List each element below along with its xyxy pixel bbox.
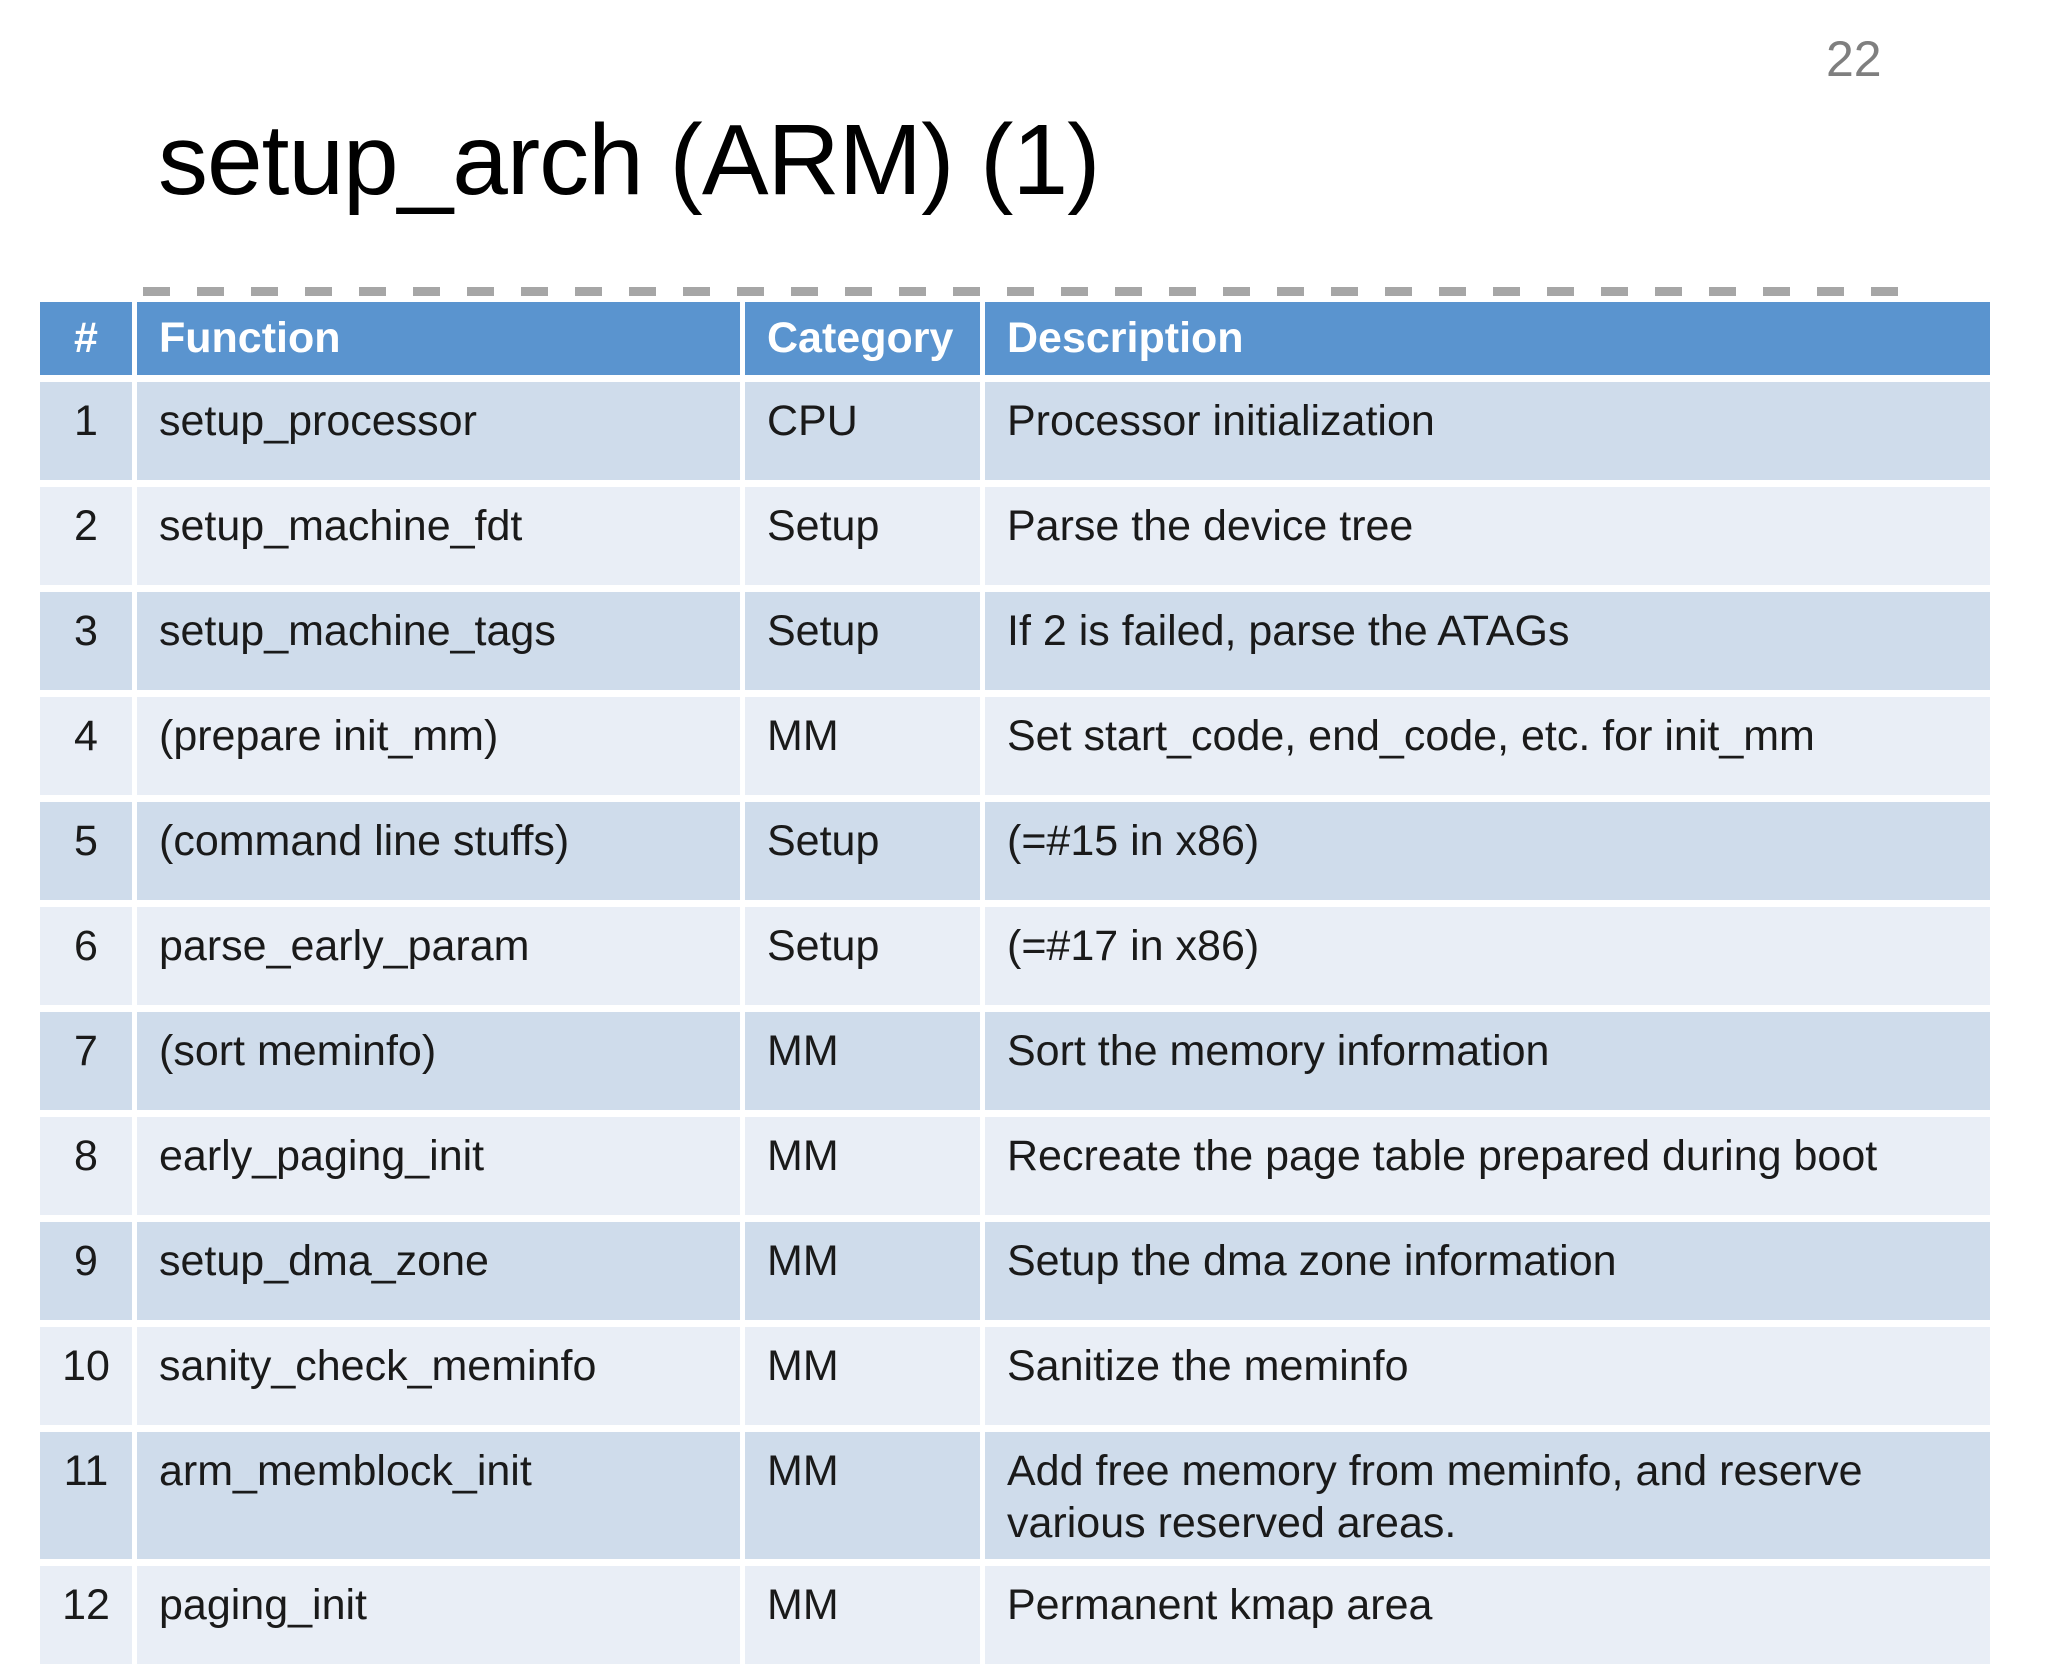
table-cell: If 2 is failed, parse the ATAGs — [985, 592, 1990, 697]
table-cell: MM — [745, 1117, 985, 1222]
table-cell: paging_init — [137, 1566, 745, 1671]
table-cell: 7 — [40, 1012, 137, 1117]
table-cell: Recreate the page table prepared during … — [985, 1117, 1990, 1222]
title-divider-dashed-line — [143, 287, 1905, 296]
table-cell: Parse the device tree — [985, 487, 1990, 592]
table-cell: setup_machine_tags — [137, 592, 745, 697]
table-cell: Setup — [745, 592, 985, 697]
table-cell: 6 — [40, 907, 137, 1012]
table-cell: arm_memblock_init — [137, 1432, 745, 1566]
table-cell: MM — [745, 1222, 985, 1327]
table-cell: 3 — [40, 592, 137, 697]
table-cell: Processor initialization — [985, 382, 1990, 487]
table-cell: Setup — [745, 907, 985, 1012]
table-cell: MM — [745, 1432, 985, 1566]
table-cell: MM — [745, 1012, 985, 1117]
header-cell: Description — [985, 302, 1990, 382]
table-cell: setup_machine_fdt — [137, 487, 745, 592]
table-cell: parse_early_param — [137, 907, 745, 1012]
table-cell: 4 — [40, 697, 137, 802]
header-cell: Function — [137, 302, 745, 382]
header-cell: # — [40, 302, 137, 382]
table-cell: Set start_code, end_code, etc. for init_… — [985, 697, 1990, 802]
table-row: 5(command line stuffs)Setup(=#15 in x86) — [40, 802, 1990, 907]
table-cell: MM — [745, 697, 985, 802]
table-cell: (sort meminfo) — [137, 1012, 745, 1117]
table-cell: CPU — [745, 382, 985, 487]
table-cell: (=#17 in x86) — [985, 907, 1990, 1012]
table-cell: 10 — [40, 1327, 137, 1432]
table-cell: Setup — [745, 487, 985, 592]
table-cell: (command line stuffs) — [137, 802, 745, 907]
table-cell: 5 — [40, 802, 137, 907]
header-cell: Category — [745, 302, 985, 382]
table-cell: 9 — [40, 1222, 137, 1327]
table-cell: Permanent kmap area — [985, 1566, 1990, 1671]
table-cell: MM — [745, 1566, 985, 1671]
table-cell: (prepare init_mm) — [137, 697, 745, 802]
table-cell: (=#15 in x86) — [985, 802, 1990, 907]
table-cell: 8 — [40, 1117, 137, 1222]
table-cell: sanity_check_meminfo — [137, 1327, 745, 1432]
table-cell: Setup — [745, 802, 985, 907]
table-cell: Sanitize the meminfo — [985, 1327, 1990, 1432]
table-cell: 12 — [40, 1566, 137, 1671]
table-cell: Sort the memory information — [985, 1012, 1990, 1117]
slide-title: setup_arch (ARM) (1) — [158, 104, 1100, 216]
table-cell: MM — [745, 1327, 985, 1432]
table-cell: 1 — [40, 382, 137, 487]
table-cell: setup_processor — [137, 382, 745, 487]
table-cell: 11 — [40, 1432, 137, 1566]
table-cell: early_paging_init — [137, 1117, 745, 1222]
page-number: 22 — [1826, 31, 1882, 87]
table-cell: setup_dma_zone — [137, 1222, 745, 1327]
table-cell: 2 — [40, 487, 137, 592]
table-cell: Add free memory from meminfo, and reserv… — [985, 1432, 1990, 1566]
table-cell: Setup the dma zone information — [985, 1222, 1990, 1327]
